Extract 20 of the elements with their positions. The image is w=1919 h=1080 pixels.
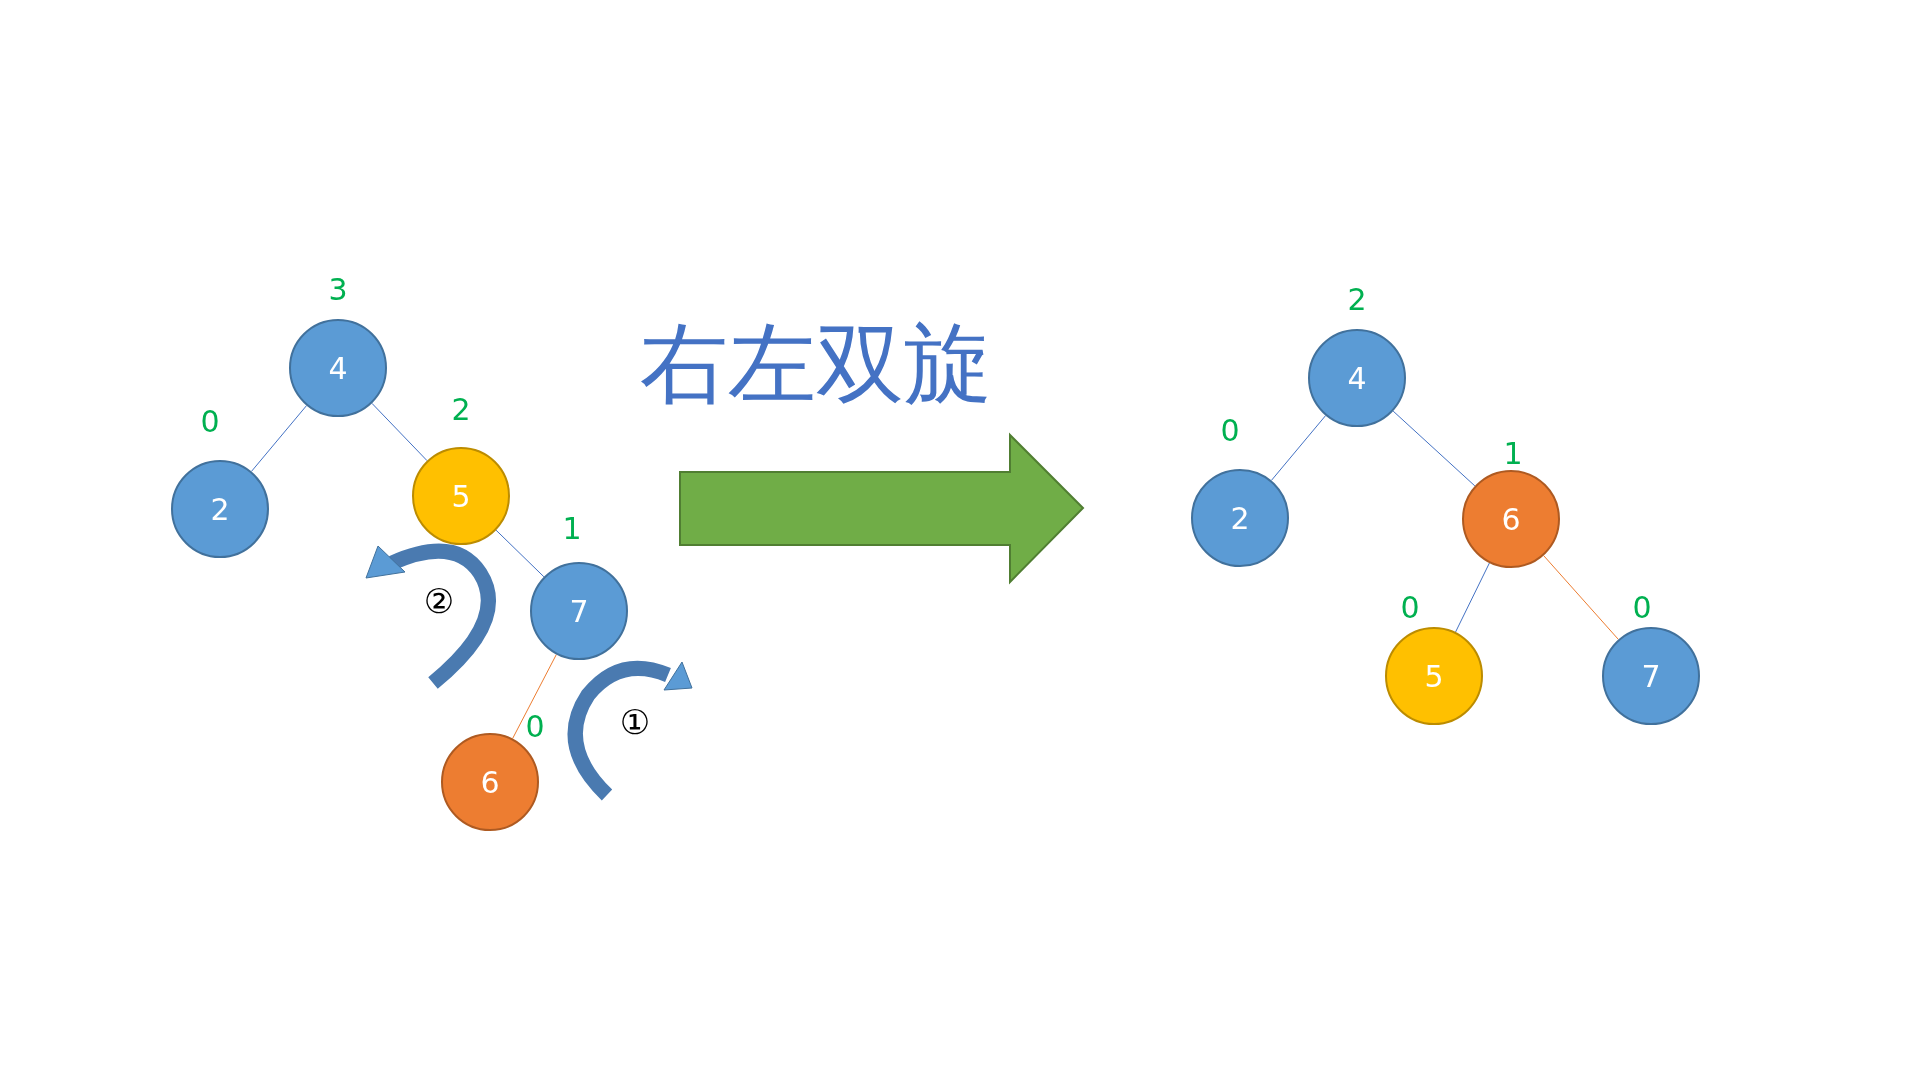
balance-factor: 0 bbox=[1632, 593, 1652, 623]
balance-factor: 2 bbox=[451, 395, 471, 425]
balance-factor: 1 bbox=[1503, 439, 1523, 469]
tree-edge bbox=[1392, 410, 1476, 487]
balance-factor: 0 bbox=[1400, 593, 1420, 623]
tree-edge bbox=[250, 405, 308, 472]
balance-factor: 0 bbox=[1220, 416, 1240, 446]
balance-factor: 1 bbox=[562, 514, 582, 544]
tree-edge bbox=[371, 402, 428, 462]
tree-edge bbox=[495, 529, 545, 578]
step-number: ② bbox=[423, 584, 455, 618]
tree-edge bbox=[1543, 555, 1619, 640]
tree-edge bbox=[1455, 562, 1490, 633]
balance-factor: 0 bbox=[200, 407, 220, 437]
step-number: ① bbox=[619, 705, 651, 739]
balance-factor: 2 bbox=[1347, 285, 1367, 315]
tree-edge bbox=[512, 653, 557, 740]
tree-edge bbox=[1270, 415, 1327, 481]
balance-factor: 3 bbox=[328, 275, 348, 305]
diagram-title: 右左双旋 bbox=[640, 320, 992, 408]
